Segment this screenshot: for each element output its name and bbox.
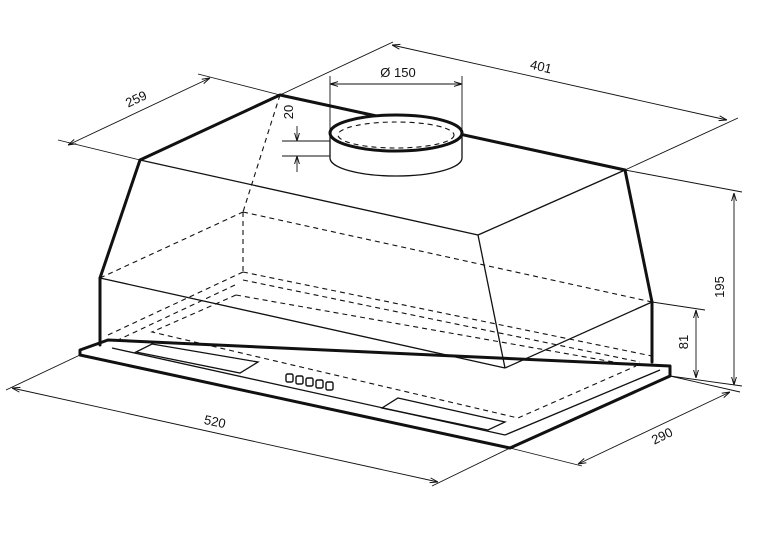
- lower-right-top-edge: [504, 301, 653, 369]
- duct-inner-rim: [337, 121, 455, 149]
- dim-total-height-label: 195: [712, 276, 727, 298]
- duct-top-rim: [328, 113, 464, 153]
- control-button-3: [305, 377, 314, 387]
- dim-width-top-label: 401: [529, 57, 554, 76]
- lower-front-top-edge: [99, 277, 506, 369]
- dim-front-height-label: 81: [676, 335, 691, 349]
- control-button-1: [285, 373, 294, 383]
- control-button-2: [295, 375, 304, 385]
- dim-depth-bottom-label: 290: [649, 424, 675, 447]
- dim-depth-top-label: 259: [123, 88, 149, 111]
- left-lamp-panel: [134, 343, 260, 374]
- bottom-frame: [78, 338, 672, 450]
- duct-collar: [328, 113, 464, 177]
- front-slope-edge: [477, 234, 506, 369]
- frame-inner-front: [79, 354, 511, 449]
- duct-base-curve: [329, 157, 463, 177]
- frame-inner-right: [504, 369, 661, 436]
- right-slope-edge: [623, 168, 654, 304]
- control-button-5: [325, 381, 334, 391]
- hidden-edges: [99, 94, 653, 419]
- dim-duct-height-label: 20: [281, 105, 296, 119]
- control-buttons: [285, 373, 334, 391]
- control-button-4: [315, 379, 324, 389]
- top-front-edge: [139, 159, 479, 236]
- top-right-edge: [477, 169, 626, 236]
- dimension-lines: [5, 41, 743, 487]
- left-slope-edge: [98, 158, 142, 280]
- dim-width-bottom-label: 520: [203, 412, 227, 431]
- dim-duct-diameter-label: Ø 150: [380, 65, 415, 80]
